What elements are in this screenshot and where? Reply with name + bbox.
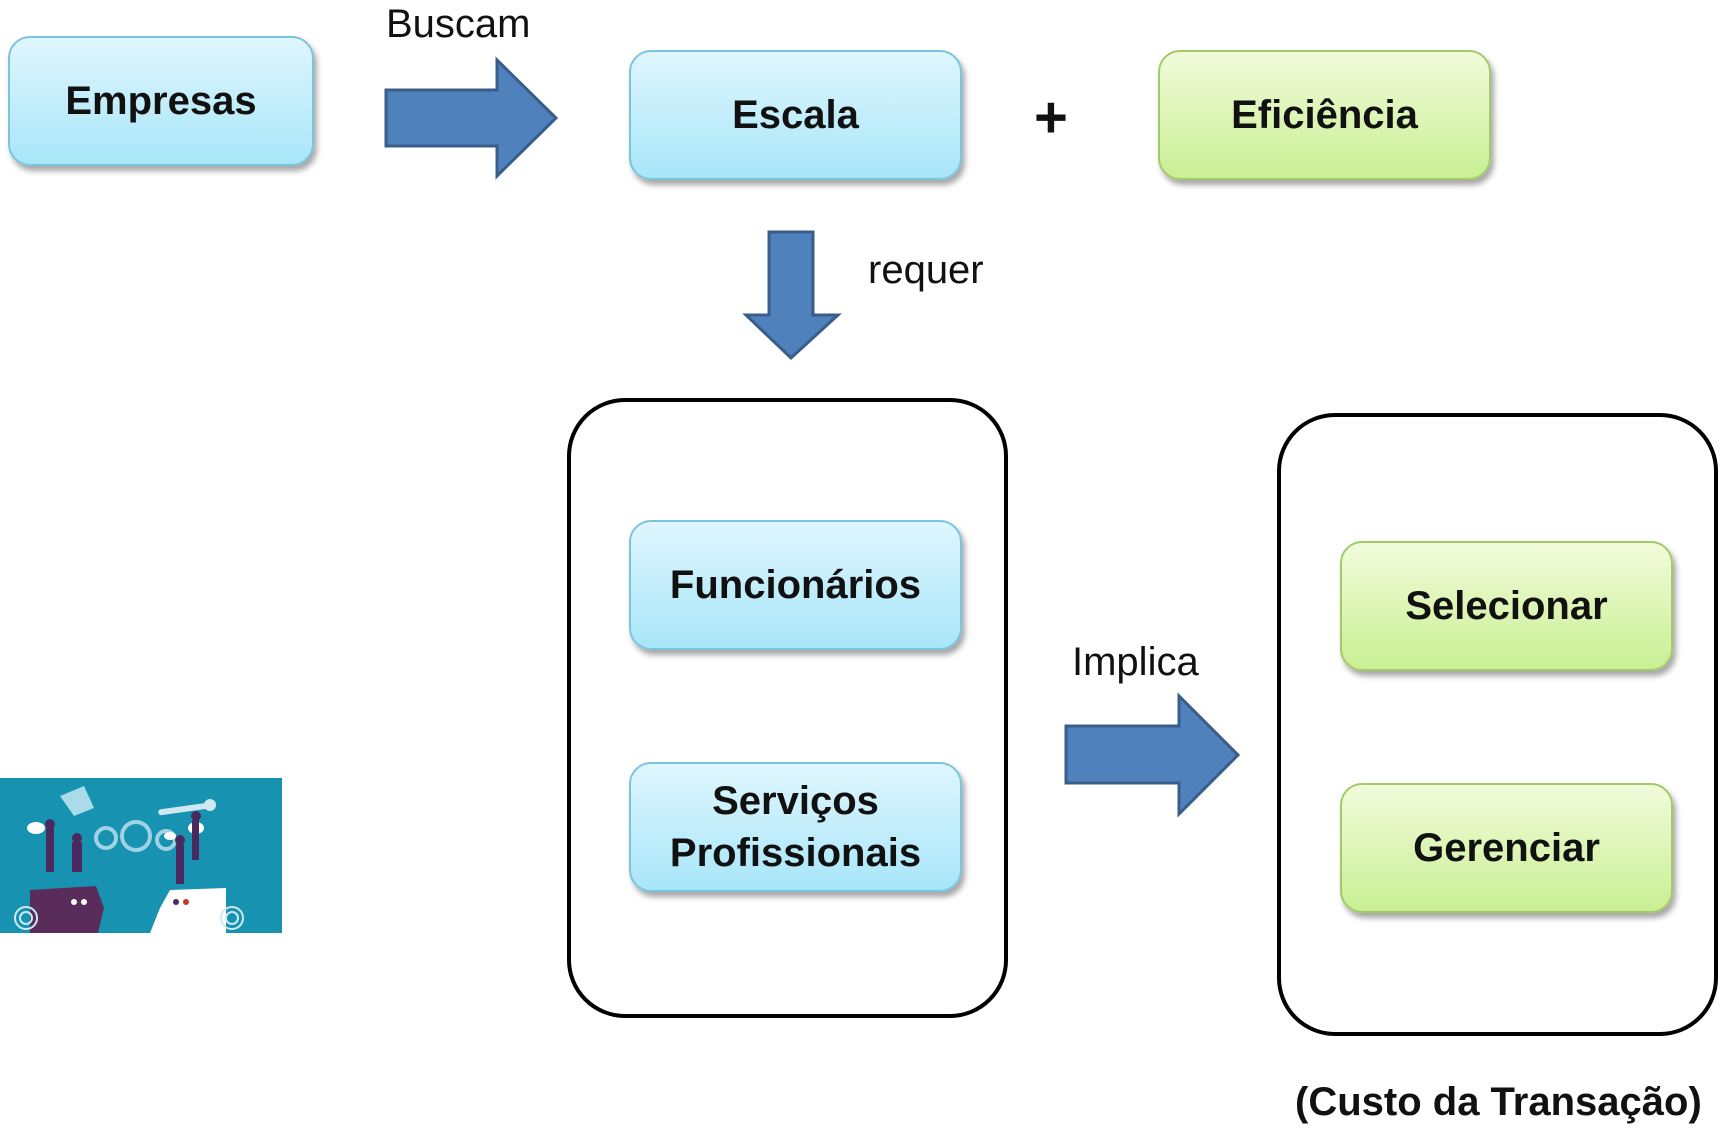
transaction-container bbox=[1277, 413, 1718, 1036]
funnel-icon bbox=[60, 786, 94, 816]
selecionar-label: Selecionar bbox=[1405, 584, 1608, 628]
buscam-label: Buscam bbox=[386, 2, 531, 46]
escala-label: Escala bbox=[732, 93, 859, 137]
people-figures bbox=[45, 811, 201, 884]
wrench-icon bbox=[158, 799, 216, 816]
funcionarios-box: Funcionários bbox=[629, 520, 962, 650]
eye-dot bbox=[71, 899, 77, 905]
empresas-label: Empresas bbox=[65, 79, 257, 123]
buscam-arrow-shape bbox=[384, 56, 559, 180]
eficiencia-box: Eficiência bbox=[1158, 50, 1491, 180]
resources-container bbox=[567, 398, 1008, 1018]
requer-arrow-shape bbox=[742, 230, 842, 361]
eye-dot bbox=[81, 899, 87, 905]
buscam-arrow bbox=[384, 56, 559, 180]
requer-label: requer bbox=[868, 248, 984, 292]
escala-box: Escala bbox=[629, 50, 962, 180]
implica-arrow bbox=[1064, 692, 1241, 818]
gerenciar-box: Gerenciar bbox=[1340, 783, 1673, 913]
funcionarios-label: Funcionários bbox=[669, 563, 922, 607]
custo-caption: (Custo da Transação) bbox=[1295, 1080, 1702, 1124]
eficiencia-label: Eficiência bbox=[1231, 93, 1418, 137]
teamwork-illustration bbox=[0, 778, 282, 933]
implica-label: Implica bbox=[1072, 640, 1199, 684]
servicos-box: Serviços Profissionais bbox=[629, 762, 962, 892]
purple-head-shape bbox=[30, 886, 104, 933]
requer-arrow bbox=[742, 230, 842, 361]
eye-dot bbox=[173, 899, 179, 905]
eye-dot bbox=[183, 899, 189, 905]
servicos-label: Serviços Profissionais bbox=[669, 779, 922, 875]
empresas-box: Empresas bbox=[8, 36, 314, 166]
white-head-shape bbox=[150, 888, 226, 933]
implica-arrow-shape bbox=[1064, 692, 1241, 818]
ripple-rings bbox=[14, 906, 244, 930]
selecionar-box: Selecionar bbox=[1340, 541, 1673, 671]
plus-sign: + bbox=[1034, 85, 1068, 150]
gerenciar-label: Gerenciar bbox=[1413, 826, 1600, 870]
